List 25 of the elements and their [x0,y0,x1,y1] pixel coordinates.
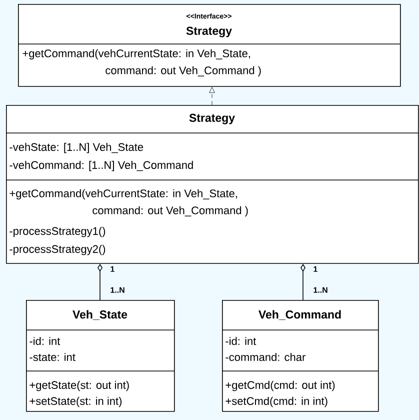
class-name: Strategy [189,114,235,124]
member-text: -vehCommand: [1..N] Veh_Command [10,160,193,172]
member-text: +setCmd(cmd: in int) [226,396,328,408]
operation-text: +getCommand(vehCurrentState: in Veh_State, command: out Veh_Command ) [22,49,261,76]
class-box [26,300,175,412]
operation-text: +getCommand(vehCurrentState: in Veh_State, command: out Veh_Command ) [10,189,248,216]
member-text: -id: int [226,336,256,346]
member-text: -command: char [226,352,306,362]
realization-arrow [209,87,215,106]
class-box [6,105,419,264]
class-name: Veh_State [72,310,128,320]
class-name: Strategy [186,26,232,38]
class-box [222,300,379,412]
member-text: -processStrategy2() [10,244,106,256]
class-name: Veh_Command [258,310,341,320]
member-text: -processStrategy1() [10,226,106,238]
member-text: -vehState: [1..N] Veh_State [10,142,144,154]
class-box [18,4,401,87]
member-text: +getCmd(cmd: out int) [226,380,335,392]
multiplicity-label: 1..N [314,287,328,293]
member-text: -state: int [30,352,76,362]
member-text: -id: int [30,336,60,346]
member-text: +getState(st: out int) [30,380,129,392]
member-text: +setState(st: in int) [30,396,122,408]
multiplicity-label: 1..N [110,287,124,293]
